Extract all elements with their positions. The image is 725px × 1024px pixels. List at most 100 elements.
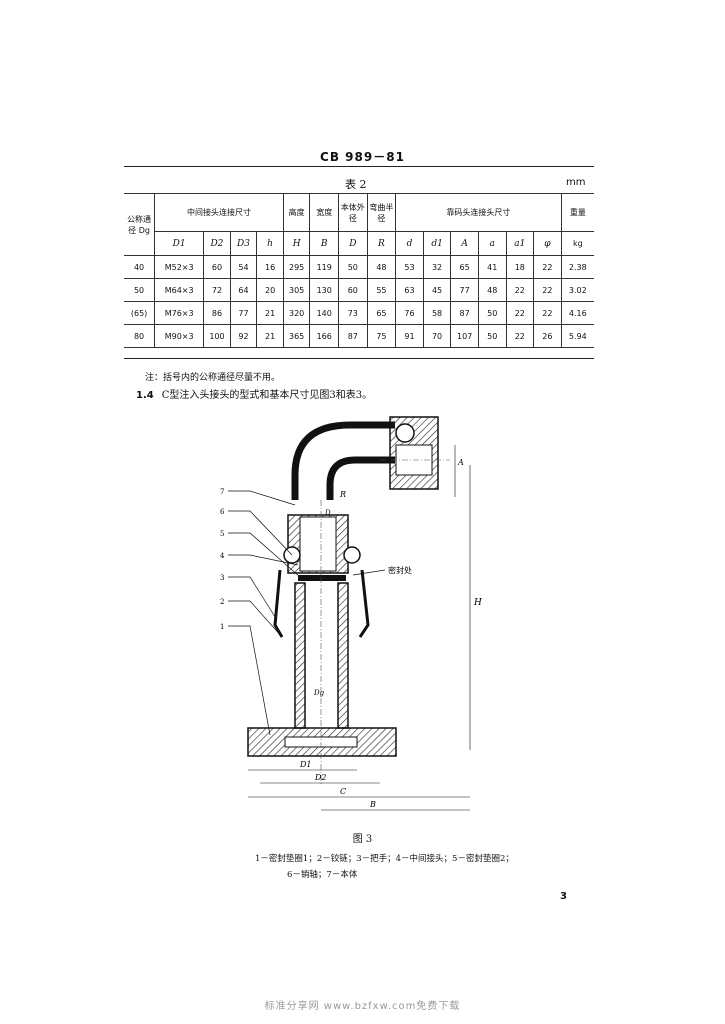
table-cell: 5.94 [560,324,594,348]
figure-3-drawing: 7 6 5 4 3 2 1 密封处 H A D1 D2 C B Dg R D [220,416,482,811]
table-cell: 65 [450,255,479,279]
figure-legend-line-2: 6－销轴；7－本体 [287,870,358,880]
seal-leader [352,569,386,576]
spec-table: 公称通径 Dg 中间接头连接尺寸 高度 宽度 本体外径 弯曲半径 靠码头连接头尺… [124,193,594,348]
figure-caption: 图 3 [352,834,373,845]
table-cell: 75 [366,324,397,348]
table-cell: 45 [422,278,452,302]
table-cell: M52×3 [154,255,205,279]
table-cell: 18 [505,255,535,279]
subheader-h: h [256,231,284,256]
table-cell: 55 [366,278,397,302]
table-cell: 73 [338,301,368,325]
table-cell: 320 [282,301,311,325]
part-number-2: 2 [220,598,224,606]
body-wall-right [337,582,349,729]
dim-H-label: H [473,598,482,608]
table-cell: 77 [229,301,258,325]
table-cell: 107 [450,324,479,348]
table-cell: 22 [505,324,535,348]
table-cell: 92 [229,324,258,348]
table-cell: 58 [422,301,452,325]
seal-point-label: 密封处 [388,565,412,575]
part-number-1: 1 [220,623,224,631]
table-cell: 70 [422,324,452,348]
table-cell: 77 [450,278,479,302]
table-cell: 3.02 [560,278,594,302]
table-cell: 20 [256,278,284,302]
table-cell: 22 [533,255,562,279]
dim-D1-label: D1 [299,760,312,769]
table-cell: 53 [395,255,424,279]
subheader-D3: D3 [229,231,258,256]
subheader-A: A [450,231,479,256]
dim-D2-label: D2 [314,773,327,782]
subheader-B: B [309,231,340,256]
table-cell: 72 [203,278,231,302]
dim-B-label: B [369,800,376,809]
elbow-outer-wall [291,421,395,500]
header-middle-connector: 中间接头连接尺寸 [154,193,284,232]
table-cell: 63 [395,278,424,302]
table-cell: 54 [229,255,258,279]
header-height: 高度 [282,193,311,232]
subheader-phi: φ [533,231,562,256]
table-cell: 365 [282,324,311,348]
table-cell: 41 [477,255,507,279]
header-weight: 重量 [560,193,594,232]
table-title: 表 2 [345,178,367,191]
header-wharf-connector: 靠码头连接头尺寸 [395,193,562,232]
dim-Dg-label: Dg [313,689,325,697]
table-cell: 4.16 [560,301,594,325]
table-cell: 50 [338,255,368,279]
table-cell: 48 [366,255,397,279]
seal-gasket [298,575,346,581]
table-unit: mm [566,177,586,188]
table-note: 注：括号内的公称通径尽量不用。 [145,373,281,383]
subheader-a: a [477,231,507,256]
table-cell: 65 [366,301,397,325]
subheader-D2: D2 [203,231,231,256]
table-cell: 130 [309,278,340,302]
handle-right [358,569,370,638]
table-cell: 48 [477,278,507,302]
table-cell: 87 [338,324,368,348]
table-cell: 119 [309,255,340,279]
table-cell: 60 [203,255,231,279]
table-cell: 100 [203,324,231,348]
table-cell: 21 [256,324,284,348]
table-cell: 91 [395,324,424,348]
header-body-od: 本体外径 [338,193,368,232]
header-bend-radius: 弯曲半径 [366,193,397,232]
table-cell: M90×3 [154,324,205,348]
table-cell: 87 [450,301,479,325]
elbow-inner-wall [326,456,395,500]
table-cell: 295 [282,255,311,279]
table-cell: 22 [533,301,562,325]
table-bottom-rule [124,358,594,359]
part-number-7: 7 [220,488,224,496]
table-cell: 305 [282,278,311,302]
subheader-d: d [395,231,424,256]
table-cell: 22 [533,278,562,302]
middle-connector-bore [299,516,337,572]
table-cell: M76×3 [154,301,205,325]
table-cell: 86 [203,301,231,325]
section-number: 1.4 [136,390,154,401]
table-cell: 22 [505,301,535,325]
part-number-5: 5 [220,530,224,538]
table-cell: 21 [256,301,284,325]
part-number-3: 3 [220,574,224,582]
subheader-kg: kg [560,231,594,256]
footer-watermark: 标准分享网 www.bzfxw.com免费下载 [264,1001,461,1012]
part-leaders [228,490,301,736]
figure-legend-line-1: 1－密封垫圈1；2－铰链；3－把手；4－中间接头；5－密封垫圈2； [255,854,514,864]
subheader-D: D [338,231,368,256]
subheader-H: H [282,231,311,256]
subheader-R: R [366,231,397,256]
dim-C-label: C [340,787,346,796]
